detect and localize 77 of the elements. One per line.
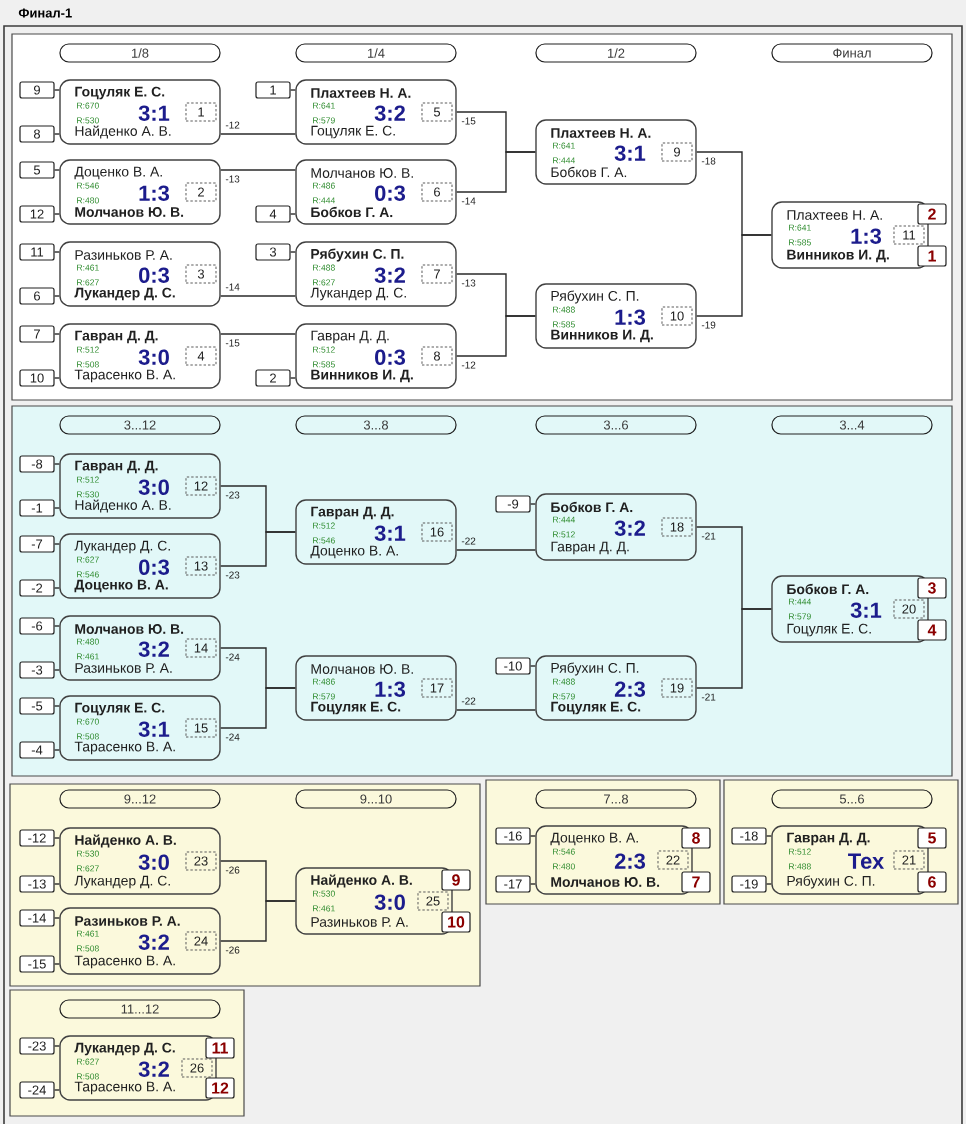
connector-line [53, 295, 60, 297]
score: 3:1 [374, 525, 406, 541]
connector-line [53, 133, 60, 135]
connector-line [529, 835, 536, 837]
connector-line [53, 669, 60, 671]
connector-line [220, 333, 296, 335]
score: 3:1 [850, 602, 882, 618]
connector-line [220, 687, 296, 729]
score: 3:2 [614, 520, 645, 536]
connector-line [53, 625, 60, 627]
score: 3:2 [138, 934, 169, 950]
connector-line [53, 377, 60, 379]
connector-line [456, 709, 536, 711]
match-box [535, 825, 693, 895]
score: 2:3 [614, 853, 646, 869]
connector-line [289, 213, 296, 215]
match-box [771, 575, 929, 643]
section-panel [11, 405, 953, 777]
connector-line [53, 213, 60, 215]
connector-line [53, 917, 60, 919]
score: 3:0 [138, 349, 169, 365]
connector-line [289, 377, 296, 379]
connector-line [53, 507, 60, 509]
connector-line [53, 1089, 60, 1091]
section-panel [11, 33, 953, 401]
connector-line [53, 463, 60, 465]
connector-line [529, 503, 536, 505]
score: 3:0 [138, 479, 169, 495]
score: 1:3 [139, 185, 170, 201]
connector-line [53, 837, 60, 839]
score: 3:2 [374, 267, 405, 283]
connector-line [289, 89, 296, 91]
connector-line [53, 333, 60, 335]
connector-line [53, 1045, 60, 1047]
connector-line [220, 900, 296, 942]
score: 0:3 [139, 559, 170, 575]
connector-line [53, 587, 60, 589]
score: 3:2 [138, 641, 169, 657]
connector-line [529, 883, 536, 885]
score: 3:0 [138, 854, 169, 870]
connector-line [53, 89, 60, 91]
connector-line [456, 151, 536, 193]
connector-line [696, 234, 772, 317]
connector-line [220, 531, 296, 567]
connector-line [696, 608, 772, 689]
score: 3:2 [138, 1061, 169, 1077]
score: 0:3 [139, 267, 170, 283]
score: 3:0 [374, 894, 405, 910]
connector-line [765, 835, 772, 837]
connector-line [529, 665, 536, 667]
match-box [771, 825, 929, 895]
connector-line [53, 883, 60, 885]
score: 3:1 [138, 721, 170, 737]
score: 1:3 [615, 309, 646, 325]
connector-line [220, 295, 296, 297]
score: 3:1 [614, 145, 646, 161]
score: 2:3 [614, 681, 646, 697]
connector-line [53, 705, 60, 707]
connector-line [53, 251, 60, 253]
match-box [771, 201, 929, 269]
score: 3:1 [138, 105, 170, 121]
connector-line [456, 315, 536, 357]
connector-line [53, 963, 60, 965]
score: 0:3 [375, 349, 406, 365]
score: 0:3 [375, 185, 406, 201]
connector-line [53, 749, 60, 751]
connector-line [53, 543, 60, 545]
connector-line [220, 133, 296, 135]
score: 1:3 [375, 681, 406, 697]
score: Тех [848, 853, 885, 869]
connector-line [220, 169, 296, 171]
connector-line [289, 251, 296, 253]
connector-line [456, 549, 536, 551]
connector-line [765, 883, 772, 885]
score: 1:3 [851, 228, 882, 244]
connector-line [53, 169, 60, 171]
score: 3:2 [374, 105, 405, 121]
